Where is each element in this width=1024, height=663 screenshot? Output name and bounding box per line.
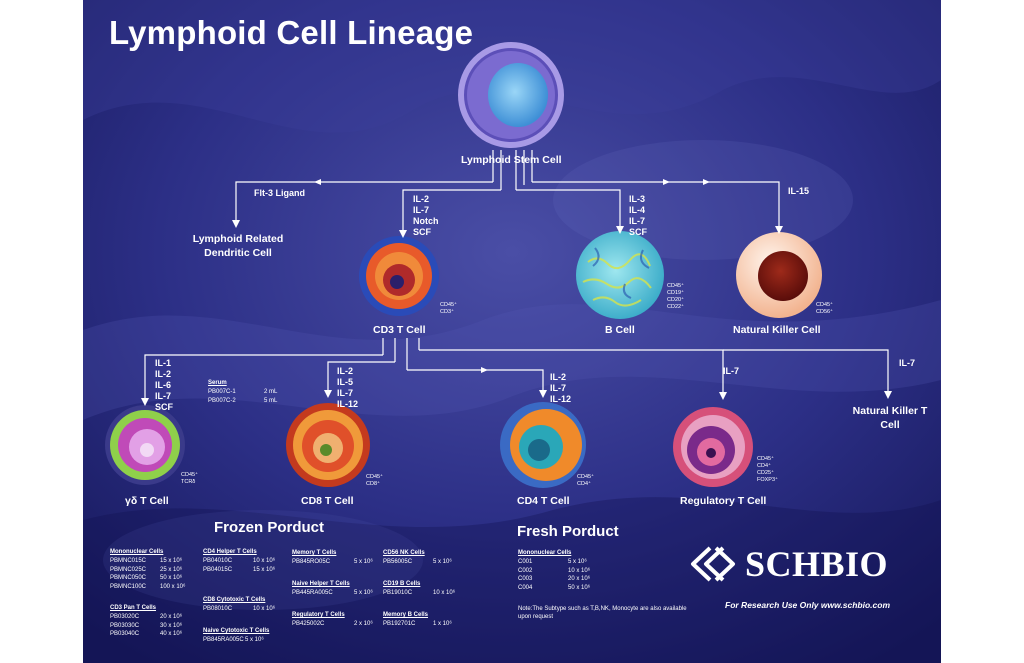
dendritic-cell-label: Lymphoid Related Dendritic Cell — [192, 233, 284, 259]
treg-markers: CD45⁺ CD4⁺ CD25⁺ FOXP3⁺ — [757, 456, 778, 483]
stem-cell-label: Lymphoid Stem Cell — [461, 154, 562, 166]
b-cell-image — [576, 231, 664, 319]
cytokine-cd8: IL-2 IL-5 IL-7 IL-12 — [337, 366, 359, 409]
cytokine-b-cell: IL-3 IL-4 IL-7 SCF — [629, 194, 647, 237]
cytokine-nk: IL-15 — [788, 186, 810, 196]
level2-arrows — [144, 338, 889, 400]
cytokine-nkt: IL-7 — [899, 358, 916, 368]
cytokine-treg: IL-7 — [723, 366, 740, 376]
nkt-cell-label: Natural Killer T Cell — [852, 405, 928, 431]
poster-background — [83, 0, 941, 663]
cd8-t-cell-label: CD8 T Cell — [301, 495, 354, 507]
brand-name: SCHBIO — [745, 544, 889, 584]
cd4-t-cell-label: CD4 T Cell — [517, 495, 570, 507]
level1-arrows — [235, 150, 780, 232]
lineage-poster: Lymphoid Cell Lineage Lymphoid Stem Cell… — [83, 0, 941, 663]
nk-markers: CD45⁺ CD56⁺ — [816, 302, 833, 315]
cytokine-cd3: IL-2 IL-7 Notch SCF — [413, 194, 439, 237]
gd-t-cell-label: γδ T Cell — [125, 495, 169, 507]
cytokine-gd: IL-1 IL-2 IL-6 IL-7 SCF — [155, 358, 173, 412]
frozen-section-title: Frozen Porduct — [214, 519, 325, 536]
gd-t-cell-image — [105, 405, 185, 485]
level2-arrowheads — [141, 367, 892, 406]
cytokine-flt3: Flt-3 Ligand — [254, 188, 305, 198]
cytokine-cd4: IL-2 IL-7 IL-12 — [550, 372, 572, 404]
level1-arrowheads — [232, 179, 783, 238]
brand-mark-spacer — [693, 544, 737, 584]
research-use-note: For Research Use Only www.schbio.com — [725, 600, 891, 610]
b-cell-markers: CD45⁺ CD19⁺ CD20⁺ CD22⁺ — [667, 283, 684, 310]
cd4-t-cell-image — [500, 402, 586, 488]
cd8-markers: CD45⁺ CD8⁺ — [366, 474, 383, 487]
b-cell-label: B Cell — [605, 324, 635, 336]
cd3-t-cell-label: CD3 T Cell — [373, 324, 426, 336]
gd-markers: CD45⁺ TCRδ — [181, 472, 198, 485]
page-title: Lymphoid Cell Lineage — [109, 14, 474, 51]
schbio-logo-icon — [691, 546, 735, 582]
treg-cell-label: Regulatory T Cell — [680, 495, 767, 507]
nk-cell-image — [736, 232, 822, 318]
fresh-section-title: Fresh Porduct — [517, 523, 619, 540]
brand-logo: SCHBIO — [693, 543, 888, 585]
subtype-note: Note:The Subtype such as T,B,NK, Monocyt… — [518, 606, 687, 620]
cd4-markers: CD45⁺ CD4⁺ — [577, 474, 594, 487]
cd3-markers: CD45⁺ CD3⁺ — [440, 302, 457, 315]
cd8-t-cell-image — [286, 403, 370, 487]
cd3-t-cell-image — [359, 236, 439, 316]
nk-cell-label: Natural Killer Cell — [733, 324, 821, 336]
treg-cell-image — [673, 407, 753, 487]
